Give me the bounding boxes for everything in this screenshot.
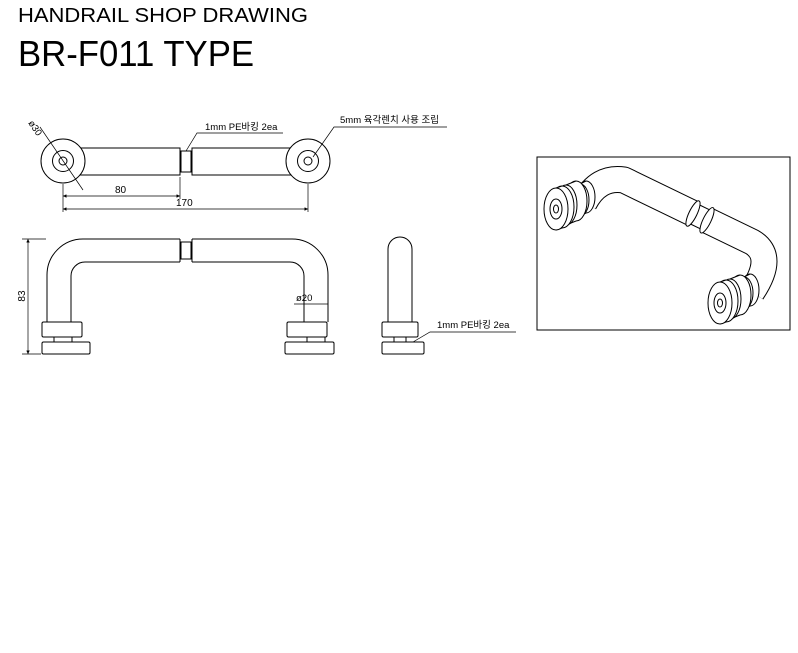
header: HANDRAIL SHOP DRAWING BR-F011 TYPE: [18, 5, 308, 74]
drawing-subtitle: HANDRAIL SHOP DRAWING: [18, 5, 308, 27]
assembly-note: 5mm 육각렌치 사용 조립: [340, 114, 439, 126]
drawing-title: BR-F011 TYPE: [18, 33, 254, 74]
front-tube-right-outer: [192, 238, 329, 322]
side-tube: [387, 236, 413, 323]
isometric-view: [536, 156, 791, 331]
front-pe-packing: [180, 241, 192, 260]
side-packing-leader: [412, 331, 516, 343]
packing-note: 1mm PE바킹 2ea: [205, 121, 278, 133]
front-tube-left-inner: [70, 261, 180, 322]
front-tube-right-inner: [192, 261, 305, 322]
plan-end-cap-right: [285, 138, 331, 184]
iso-end-cap-left: [543, 180, 596, 231]
packing-leader-line: [185, 132, 283, 152]
side-base: [381, 321, 425, 355]
iso-pe-packing-joint: [685, 200, 715, 234]
plan-pe-packing: [180, 150, 192, 173]
tube-diameter-label: ø20: [296, 293, 312, 304]
assembly-leader-line: [312, 126, 447, 158]
isometric-frame: [536, 156, 791, 331]
iso-end-cap-right: [707, 273, 760, 325]
front-tube-left-outer: [46, 238, 180, 322]
side-view: 1mm PE바킹 2ea: [381, 236, 516, 355]
front-base-left: [41, 321, 91, 355]
iso-tube: [572, 166, 778, 300]
height-dim-label: 83: [17, 290, 28, 302]
front-base-right: [284, 321, 335, 355]
diameter-label-30: ø30: [26, 118, 44, 138]
dim-label-170: 170: [176, 198, 193, 209]
front-view: 83 ø20: [17, 238, 335, 355]
diameter-leader-line: [39, 126, 84, 191]
dim-label-80: 80: [115, 185, 127, 196]
plan-view: 80 170 ø30 1mm PE바킹 2ea 5mm 육각렌치 사용 조립: [26, 114, 447, 212]
side-packing-note: 1mm PE바킹 2ea: [437, 319, 510, 331]
